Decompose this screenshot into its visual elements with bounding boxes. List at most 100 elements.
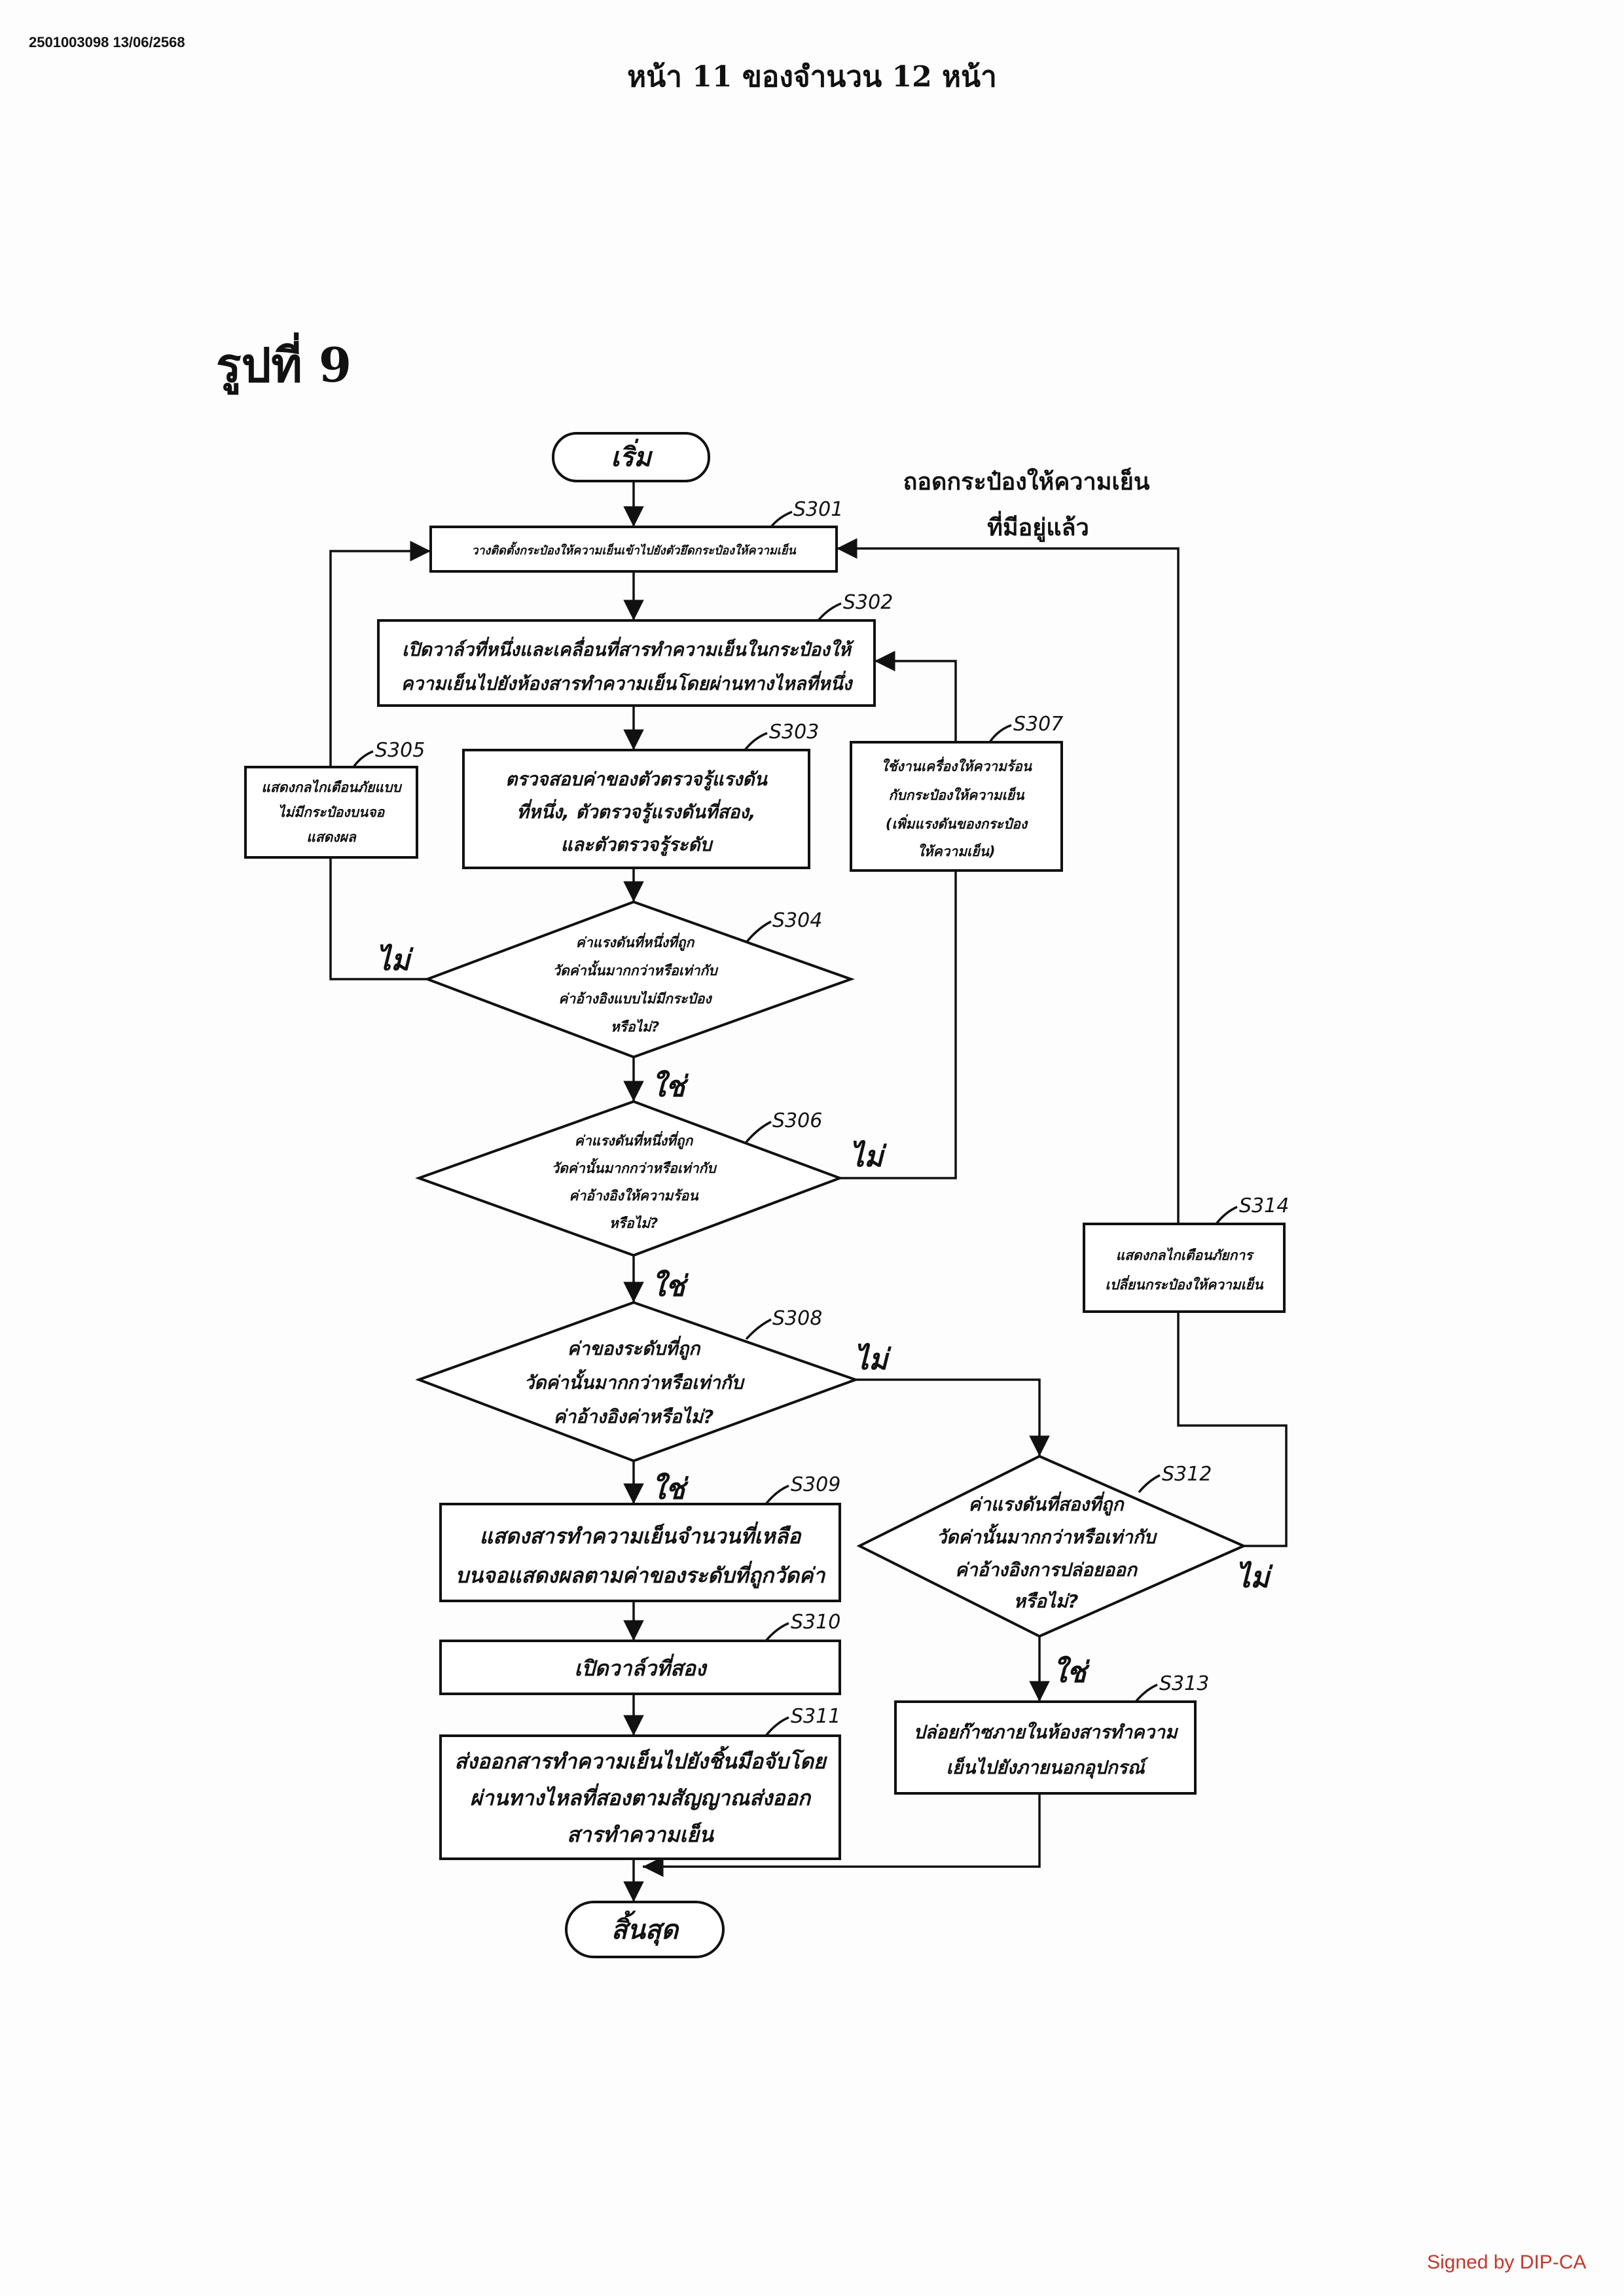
s311-box (439, 1734, 841, 1860)
node-s313: ปล่อยก๊าซภายในห้องสารทำความ เย็นไปยังภาย… (894, 1672, 1209, 1795)
node-s305: แสดงกลไกเตือนภัยแบบ ไม่มีกระป๋องบนจอ แสด… (244, 739, 425, 859)
node-start: เริ่ม (552, 432, 710, 482)
s302-box (377, 619, 876, 707)
edge-s308-no-s312 (856, 1378, 1050, 1456)
s306-line-4: หรือไม่? (609, 1215, 658, 1231)
s306-diamond (415, 1100, 844, 1257)
s309-ref: S309 (791, 1473, 840, 1496)
s310-box (439, 1640, 841, 1695)
s305-ref: S305 (375, 739, 425, 762)
s304-line-4: หรือไม่? (611, 1018, 659, 1035)
node-s311: ส่งออกสารทำความเย็นไปยังชิ้นมือจับโดย ผ่… (439, 1705, 841, 1860)
edge-s306-no-s307 (840, 870, 957, 1179)
s306-line-1: ค่าแรงดันที่หนึ่งที่ถูก (575, 1131, 694, 1149)
s312-yes-label: ใช่ (1053, 1655, 1090, 1689)
edge-s312-no-s314 (1177, 1312, 1288, 1547)
end-terminal (565, 1901, 725, 1958)
remove-note: ถอดกระป๋องให้ความเย็น ที่มีอยู่แล้ว (903, 467, 1150, 543)
s306-yes-label: ใช่ (651, 1269, 689, 1303)
node-s308: ค่าของระดับที่ถูก วัดค่านั้นมากกว่าหรือเ… (415, 1300, 859, 1463)
s303-ref: S303 (769, 721, 819, 744)
s314-line-2: เปลี่ยนกระป๋องให้ความเย็น (1106, 1275, 1265, 1293)
s308-yes-label: ใช่ (651, 1472, 689, 1506)
s304-line-1: ค่าแรงดันที่หนึ่งที่ถูก (576, 933, 695, 951)
s303-line-1: ตรวจสอบค่าของตัวตรวจรู้แรงดัน (505, 768, 768, 791)
s308-line-2: วัดค่านั้นมากกว่าหรือเท่ากับ (524, 1369, 746, 1393)
s302-line-2: ความเย็นไปยังห้องสารทำความเย็นโดยผ่านทาง… (401, 670, 854, 694)
s312-line-3: ค่าอ้างอิงการปล่อยออก (955, 1559, 1138, 1581)
remove-note-line-2: ที่มีอยู่แล้ว (987, 511, 1089, 543)
s304-diamond (424, 900, 855, 1059)
start-label: เริ่ม (611, 439, 653, 473)
s303-line-3: และตัวตรวจรู้ระดับ (561, 834, 714, 856)
connector-lines (329, 481, 1288, 1902)
branch-labels: ไม่ ใช่ ไม่ ใช่ ไม่ ใช่ ไม่ ใช่ (376, 943, 1273, 1689)
s306-no-label: ไม่ (850, 1139, 887, 1174)
s313-line-2: เย็นไปยังภายนอกอุปกรณ์ (946, 1756, 1149, 1779)
digital-signature-note: Signed by DIP-CA (1427, 2251, 1587, 2273)
node-s307: ใช้งานเครื่องให้ความร้อน กับกระป๋องให้คว… (850, 713, 1063, 872)
s309-box (439, 1503, 841, 1602)
node-s314: แสดงกลไกเตือนภัยการ เปลี่ยนกระป๋องให้ควา… (1083, 1194, 1289, 1313)
s312-line-4: หรือไม่? (1013, 1590, 1078, 1612)
s301-line-1: วางติดตั้งกระป๋องให้ความเย็นเข้าไปยังตัว… (471, 541, 797, 558)
s307-ref: S307 (1013, 713, 1063, 736)
s308-line-1: ค่าของระดับที่ถูก (568, 1335, 702, 1360)
node-s303: ตรวจสอบค่าของตัวตรวจรู้แรงดัน ที่หนึ่ง, … (462, 721, 819, 869)
s307-line-2: กับกระป๋องให้ความเย็น (889, 787, 1026, 803)
s304-no-label: ไม่ (376, 943, 414, 977)
remove-note-line-1: ถอดกระป๋องให้ความเย็น (903, 467, 1150, 495)
s310-ref: S310 (791, 1611, 840, 1634)
s302-ref: S302 (843, 591, 893, 614)
s311-line-2: ผ่านทางไหลที่สองตามสัญญาณส่งออก (470, 1783, 812, 1810)
s312-ref: S312 (1162, 1463, 1212, 1486)
end-label: สิ้นสุด (611, 1910, 679, 1946)
edge-s314-s301 (837, 538, 1180, 1224)
s307-line-3: (เพิ่มแรงดันของกระป๋อง (886, 814, 1028, 832)
s309-line-1: แสดงสารทำความเย็นจำนวนที่เหลือ (480, 1521, 802, 1549)
s310-line-1: เปิดวาล์วที่สอง (574, 1653, 707, 1681)
s312-line-1: ค่าแรงดันที่สองที่ถูก (969, 1491, 1125, 1516)
s313-box (894, 1700, 1197, 1795)
s313-ref: S313 (1159, 1672, 1209, 1695)
s304-ref: S304 (772, 909, 822, 932)
s314-line-1: แสดงกลไกเตือนภัยการ (1116, 1247, 1255, 1263)
s309-line-2: บนจอแสดงผลตามค่าของระดับที่ถูกวัดค่า (456, 1560, 826, 1588)
node-s310: เปิดวาล์วที่สอง S310 (439, 1611, 841, 1695)
s314-ref: S314 (1239, 1194, 1289, 1217)
s307-line-4: ให้ความเย็น) (917, 843, 995, 859)
s306-line-2: วัดค่านั้นมากกว่าหรือเท่ากับ (551, 1158, 717, 1176)
s314-box (1083, 1223, 1286, 1313)
s308-no-label: ไม่ (854, 1342, 892, 1376)
node-s309: แสดงสารทำความเย็นจำนวนที่เหลือ บนจอแสดงผ… (439, 1473, 841, 1602)
s307-line-1: ใช้งานเครื่องให้ความร้อน (881, 757, 1033, 774)
s304-line-3: ค่าอ้างอิงแบบไม่มีกระป๋อง (558, 990, 712, 1007)
node-s306: ค่าแรงดันที่หนึ่งที่ถูก วัดค่านั้นมากกว่… (415, 1100, 844, 1257)
s312-line-2: วัดค่านั้นมากกว่าหรือเท่ากับ (937, 1523, 1158, 1548)
node-end: สิ้นสุด (565, 1901, 725, 1958)
s312-diamond (856, 1454, 1247, 1638)
s306-line-3: ค่าอ้างอิงให้ความร้อน (569, 1187, 699, 1204)
edge-s307-s302 (875, 651, 957, 742)
s303-line-2: ที่หนึ่ง, ตัวตรวจรู้แรงดันที่สอง, (516, 798, 755, 823)
s313-line-1: ปล่อยก๊าซภายในห้องสารทำความ (914, 1721, 1179, 1743)
s302-line-1: เปิดวาล์วที่หนึ่งและเคลื่อนที่สารทำความเ… (402, 636, 855, 660)
s311-line-3: สารทำความเย็น (567, 1821, 714, 1847)
s308-ref: S308 (772, 1307, 822, 1330)
s305-line-2: ไม่มีกระป๋องบนจอ (278, 804, 386, 820)
s312-no-label: ไม่ (1236, 1560, 1273, 1594)
s301-box (429, 526, 838, 573)
s304-line-2: วัดค่านั้นมากกว่าหรือเท่ากับ (552, 960, 719, 978)
s307-box (850, 741, 1063, 872)
s308-line-3: ค่าอ้างอิงค่าหรือไม่? (554, 1406, 714, 1427)
s308-diamond (415, 1300, 859, 1463)
node-s301: วางติดตั้งกระป๋องให้ความเย็นเข้าไปยังตัว… (429, 498, 843, 573)
s311-line-1: ส่งออกสารทำความเย็นไปยังชิ้นมือจับโดย (454, 1746, 827, 1774)
node-s312: ค่าแรงดันที่สองที่ถูก วัดค่านั้นมากกว่าห… (856, 1454, 1247, 1638)
document-stamp: 2501003098 13/06/2568 (29, 34, 185, 50)
s301-ref: S301 (793, 498, 843, 521)
figure-title: รูปที่ 9 (216, 337, 352, 393)
s306-ref: S306 (772, 1109, 822, 1132)
